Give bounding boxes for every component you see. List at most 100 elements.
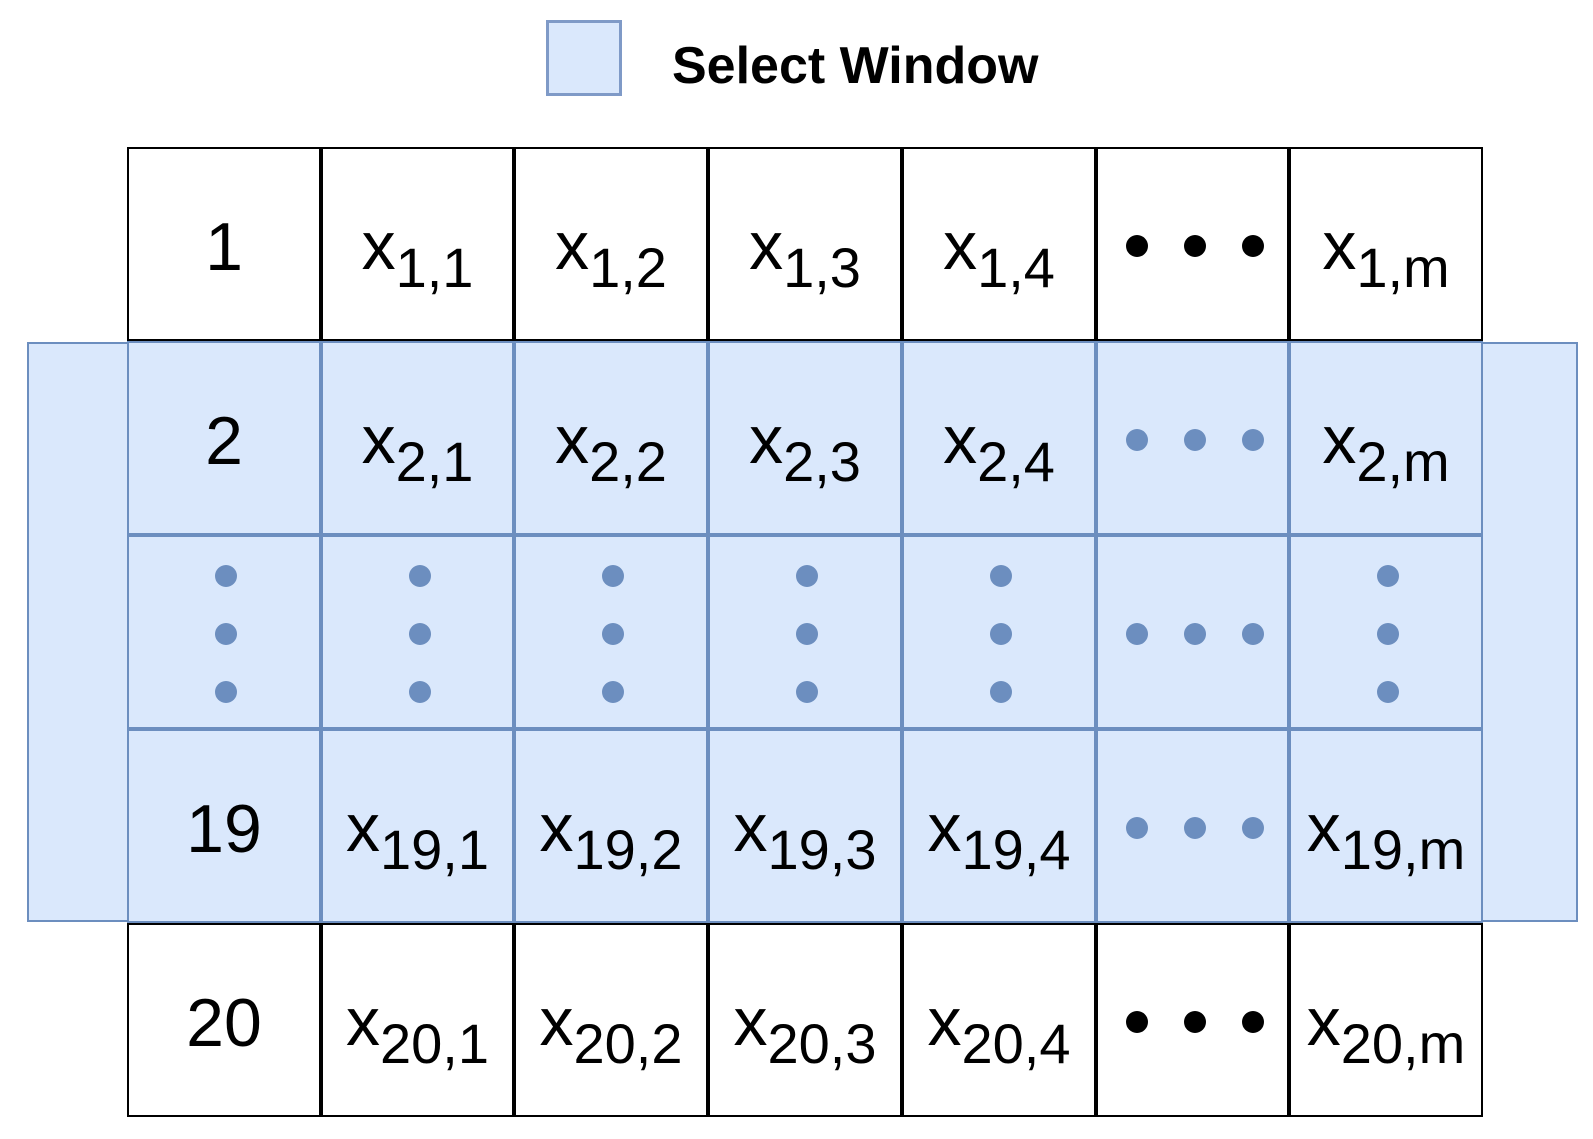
ellipsis-dot [1241,817,1264,839]
variable-subscript: 2,3 [783,429,861,493]
variable-label: x19,1 [346,790,489,877]
variable-label: x1,1 [362,208,474,295]
variable-label: x2,4 [943,402,1055,489]
variable-base: x [555,402,590,478]
variable-cell: x19,2 [514,729,708,923]
variable-base: x [1306,984,1341,1060]
ellipsis-dot [1241,235,1264,257]
variable-base: x [927,984,962,1060]
ellipsis-dot [1377,565,1399,587]
ellipsis-cell [1096,729,1289,923]
ellipsis-cell [514,535,708,729]
variable-cell: x2,m [1289,341,1483,535]
ellipsis-dot [408,565,431,587]
variable-subscript: 19,1 [380,817,489,881]
row-index-label: 20 [186,985,262,1061]
variable-subscript: 20,1 [380,1011,489,1075]
variable-base: x [1322,208,1357,284]
variable-subscript: 1,4 [977,235,1055,299]
variable-subscript: 1,2 [589,235,667,299]
ellipsis-cell [321,535,514,729]
row-index-cell: 2 [127,341,321,535]
row-index-label: 19 [186,791,262,867]
variable-label: x20,3 [734,984,877,1071]
variable-subscript: 19,3 [767,817,877,881]
ellipsis-cell [1096,147,1289,341]
variable-subscript: 2,1 [395,429,474,493]
ellipsis-dot [990,565,1012,587]
ellipsis-dot [1125,817,1148,839]
ellipsis-dot [602,623,624,645]
variable-subscript: 20,2 [573,1011,683,1075]
variable-cell: x19,4 [902,729,1096,923]
variable-label: x19,3 [734,790,877,877]
variable-cell: x19,m [1289,729,1483,923]
row-index-cell: 20 [127,923,321,1117]
variable-base: x [1322,402,1357,478]
row-index-label: 2 [205,403,243,479]
variable-subscript: 1,3 [783,235,861,299]
variable-cell: x20,3 [708,923,902,1117]
ellipsis-dot [1183,623,1206,645]
variable-base: x [539,790,574,866]
variable-subscript: 20,m [1340,1011,1466,1075]
variable-subscript: 20,4 [961,1011,1071,1075]
variable-base: x [943,402,978,478]
variable-cell: x1,3 [708,147,902,341]
variable-label: x1,2 [555,208,667,295]
variable-label: x1,m [1322,208,1449,295]
variable-label: x20,m [1307,984,1466,1071]
variable-base: x [733,790,768,866]
variable-base: x [749,402,784,478]
variable-label: x20,1 [346,984,489,1071]
variable-cell: x19,3 [708,729,902,923]
variable-label: x20,4 [928,984,1071,1071]
variable-base: x [927,790,962,866]
ellipsis-dot [602,681,624,703]
ellipsis-dot [1125,623,1148,645]
variable-subscript: 20,3 [767,1011,877,1075]
legend-label: Select Window [672,37,1039,95]
ellipsis-cell [1096,535,1289,729]
variable-label: x19,4 [928,790,1071,877]
variable-subscript: 2,m [1356,429,1450,493]
ellipsis-dot [215,681,237,703]
variable-cell: x19,1 [321,729,514,923]
variable-base: x [346,790,380,866]
variable-label: x2,2 [555,402,667,489]
ellipsis-dot [1125,429,1148,451]
ellipsis-dot [215,565,237,587]
row-index-label: 1 [205,209,243,285]
variable-cell: x1,2 [514,147,708,341]
ellipsis-dot [1183,1011,1206,1033]
ellipsis-dot [1125,235,1148,257]
variable-cell: x20,m [1289,923,1483,1117]
row-index-cell [127,535,321,729]
variable-cell: x2,4 [902,341,1096,535]
ellipsis-dot [990,681,1012,703]
variable-base: x [943,208,978,284]
variable-base: x [555,208,590,284]
ellipsis-dot [1241,1011,1264,1033]
variable-cell: x1,m [1289,147,1483,341]
ellipsis-dot [796,565,818,587]
ellipsis-dot [1183,429,1206,451]
ellipsis-dot [1241,623,1264,645]
ellipsis-dot [215,623,237,645]
variable-label: x20,2 [540,984,683,1071]
variable-cell: x1,4 [902,147,1096,341]
ellipsis-cell [708,535,902,729]
ellipsis-dot [1125,1011,1148,1033]
variable-cell: x2,3 [708,341,902,535]
ellipsis-dot [1241,429,1264,451]
ellipsis-cell [1289,535,1483,729]
ellipsis-dot [408,623,431,645]
variable-subscript: 19,4 [961,817,1071,881]
variable-subscript: 19,m [1340,817,1466,881]
variable-base: x [346,984,380,1060]
variable-base: x [1306,790,1341,866]
ellipsis-dot [1183,235,1206,257]
variable-base: x [361,402,396,478]
ellipsis-dot [796,681,818,703]
